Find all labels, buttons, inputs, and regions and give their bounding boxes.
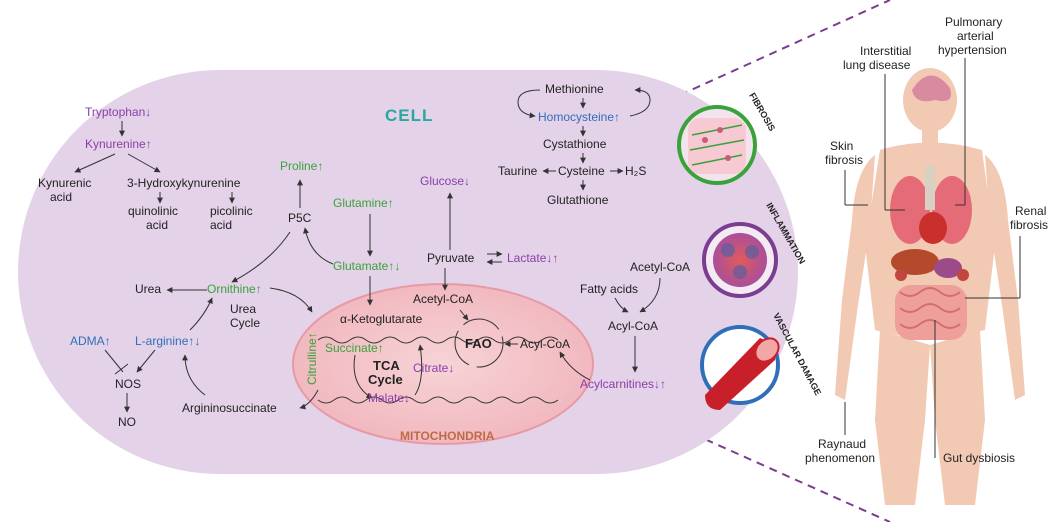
nos: NOS xyxy=(115,377,141,391)
cell-title: CELL xyxy=(385,106,433,125)
tca-arrow-right xyxy=(414,344,424,396)
arrow-acylcarnitines-mito xyxy=(559,351,591,381)
cystathione: Cystathione xyxy=(543,137,607,151)
kynurenic-acid-line2: acid xyxy=(50,190,72,204)
arrow-kyn-kynurenic xyxy=(74,153,116,173)
tca-line1: TCA xyxy=(373,358,400,373)
fibrosis-badge xyxy=(677,105,757,185)
cyto-acetyl-coa: Acetyl-CoA xyxy=(630,260,690,274)
proline: Proline↑ xyxy=(280,159,323,173)
urea: Urea xyxy=(135,282,161,296)
vascular-damage-badge xyxy=(700,325,780,410)
inflammation-badge xyxy=(702,222,778,298)
arrow-ornithine-citrulline xyxy=(269,287,313,313)
kynurenine: Kynurenine↑ xyxy=(85,137,152,151)
arrow-methionine-loop-left xyxy=(517,89,541,119)
arrow-kyn-hydroxy xyxy=(127,153,161,173)
arrow-p5c-ornithine xyxy=(231,231,291,283)
renal-fibrosis-line2: fibrosis xyxy=(1010,218,1048,232)
urea-cycle-line2: Cycle xyxy=(230,316,260,330)
citrulline: Citrulline↑ xyxy=(305,332,319,385)
mito-acyl-coa: Acyl-CoA xyxy=(520,337,570,351)
glutamine: Glutamine↑ xyxy=(333,196,394,210)
pyruvate: Pyruvate xyxy=(427,251,475,265)
skin-fibrosis-line1: Skin xyxy=(830,139,853,153)
arrow-larginine-ornithine xyxy=(189,297,213,331)
quinolinic-acid-line2: acid xyxy=(146,218,168,232)
taurine: Taurine xyxy=(498,164,538,178)
zoom-line-top xyxy=(679,0,891,96)
adma: ADMA↑ xyxy=(70,334,111,348)
arrow-fattyacids-acylcoa xyxy=(614,297,629,313)
raynaud-line1: Raynaud xyxy=(818,437,866,451)
kynurenic-acid-line1: Kynurenic xyxy=(38,176,91,190)
cell-membrane xyxy=(18,70,798,474)
homocysteine: Homocysteine↑ xyxy=(538,110,620,124)
glucose: Glucose↓ xyxy=(420,174,470,188)
fao-cycle xyxy=(454,318,504,368)
arrow-larginine-nos xyxy=(136,349,156,373)
malate: Malate↓ xyxy=(368,391,410,405)
glutathione: Glutathione xyxy=(547,193,609,207)
arrow-argininosuccinate-larginine xyxy=(182,354,206,396)
human-body-illustration xyxy=(835,68,1025,505)
arrow-acetylcoa-acylcoa xyxy=(639,277,661,313)
arrow-homocysteine-loop-right xyxy=(629,87,651,117)
acylcarnitines: Acylcarnitines↓↑ xyxy=(580,377,666,391)
gut-dysbiosis: Gut dysbiosis xyxy=(943,451,1015,465)
cristae-bottom xyxy=(317,396,559,404)
raynaud-line2: phenomenon xyxy=(805,451,875,465)
cysteine: Cysteine xyxy=(558,164,605,178)
renal-fibrosis-line1: Renal xyxy=(1015,204,1046,218)
h2s: H₂S xyxy=(625,164,646,178)
fatty-acids: Fatty acids xyxy=(580,282,638,296)
mitochondria-label: MITOCHONDRIA xyxy=(400,429,495,443)
picolinic-acid-line2: acid xyxy=(210,218,232,232)
inhibit-bar xyxy=(114,363,129,375)
citrate: Citrate↓ xyxy=(413,361,454,375)
pah-line3: hypertension xyxy=(938,43,1007,57)
arrow-citrulline-argininosuccinate xyxy=(299,389,319,410)
quinolinic-acid-line1: quinolinic xyxy=(128,204,178,218)
pah-line1: Pulmonary xyxy=(945,15,1002,29)
mitochondria xyxy=(292,283,594,445)
skin-fibrosis-line2: fibrosis xyxy=(825,153,863,167)
fao: FAO xyxy=(465,336,492,351)
alpha-ketoglutarate: α-Ketoglutarate xyxy=(340,312,423,326)
ild-line1: Interstitial xyxy=(860,44,911,58)
zoom-line-bottom xyxy=(679,427,891,522)
urea-cycle-line1: Urea xyxy=(230,302,256,316)
ornithine: Ornithine↑ xyxy=(207,282,262,296)
picolinic-acid-line1: picolinic xyxy=(210,204,253,218)
cristae-top xyxy=(317,336,559,344)
succinate: Succinate↑ xyxy=(325,341,384,355)
lactate: Lactate↓↑ xyxy=(507,251,558,265)
tca-line2: Cycle xyxy=(368,372,403,387)
p5c: P5C xyxy=(288,211,312,225)
argininosuccinate: Argininosuccinate xyxy=(182,401,277,415)
hydroxykynurenine: 3-Hydroxykynurenine xyxy=(127,176,241,190)
arrow-glutamate-p5c xyxy=(303,227,334,265)
tryptophan: Tryptophan↓ xyxy=(85,105,151,119)
arrow-fao-acetylcoa xyxy=(459,309,469,321)
glutamate: Glutamate↑↓ xyxy=(333,259,400,273)
l-arginine: L-arginine↑↓ xyxy=(135,334,200,348)
no: NO xyxy=(118,415,136,429)
tca-arrow-left xyxy=(353,354,373,399)
mito-acetyl-coa: Acetyl-CoA xyxy=(413,292,473,306)
cyto-acyl-coa: Acyl-CoA xyxy=(608,319,658,333)
inhibit-adma-nos xyxy=(104,349,124,373)
methionine: Methionine xyxy=(545,82,604,96)
ild-line2: lung disease xyxy=(843,58,911,72)
pah-line2: arterial xyxy=(957,29,994,43)
